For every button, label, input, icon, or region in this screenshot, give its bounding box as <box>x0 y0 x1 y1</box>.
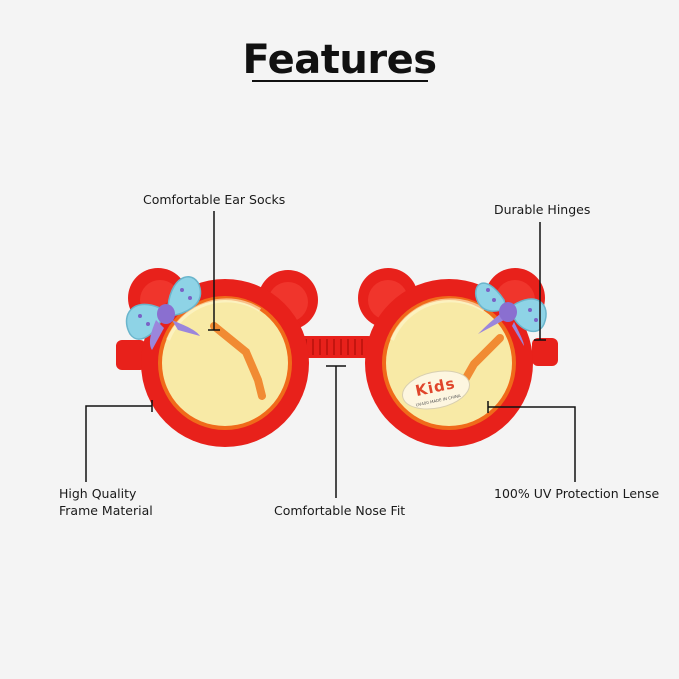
right-hinge-tab <box>532 338 558 366</box>
left-bow-decoration <box>125 276 202 350</box>
callout-lines <box>85 211 576 498</box>
title-underline <box>252 80 428 82</box>
frame-material-label-line1: High Quality <box>59 486 137 501</box>
right-bow-decoration <box>475 282 547 346</box>
uv-lens-leader <box>488 406 576 482</box>
frame-leader <box>85 405 152 482</box>
ear-socks-label: Comfortable Ear Socks <box>143 192 286 207</box>
page-title: Features <box>242 37 437 83</box>
kids-sticker: Kids UV400 MADE IN CHINA <box>402 370 470 410</box>
left-hinge-tab <box>116 340 146 370</box>
hinges-label: Durable Hinges <box>494 202 591 217</box>
nose-fit-label: Comfortable Nose Fit <box>274 503 406 518</box>
frame-material-label-line2: Frame Material <box>59 503 153 518</box>
uv-lens-label: 100% UV Protection Lense <box>494 486 660 501</box>
